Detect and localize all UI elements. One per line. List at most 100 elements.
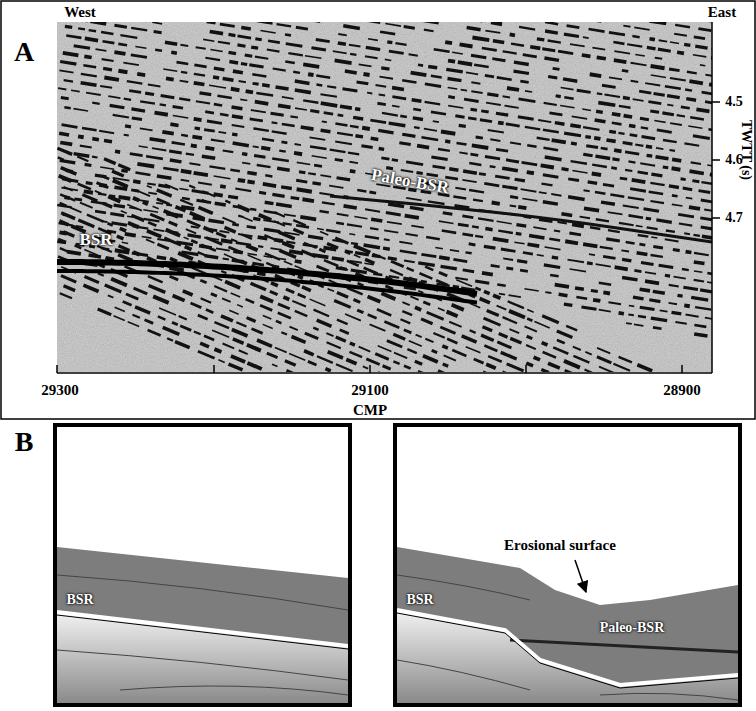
- reflector: [414, 126, 420, 129]
- reflector: [684, 143, 699, 145]
- reflector: [582, 55, 591, 56]
- reflector: [625, 170, 632, 171]
- reflector: [272, 131, 287, 133]
- reflector: [277, 168, 290, 170]
- reflector: [427, 312, 444, 319]
- reflector: [686, 250, 692, 255]
- reflector: [167, 338, 173, 340]
- reflector: [221, 240, 233, 242]
- reflector: [612, 114, 621, 115]
- reflector: [645, 272, 656, 274]
- reflector: [651, 255, 663, 257]
- reflector: [628, 215, 643, 217]
- reflector: [278, 313, 291, 319]
- reflector: [85, 164, 92, 165]
- reflector: [453, 196, 466, 198]
- reflector: [233, 71, 243, 73]
- reflector: [669, 69, 679, 71]
- reflector: [558, 51, 573, 53]
- reflector: [541, 369, 548, 372]
- reflector: [189, 186, 195, 189]
- reflector: [545, 291, 551, 294]
- reflector: [640, 307, 655, 309]
- reflector: [276, 204, 292, 207]
- reflector: [363, 366, 368, 368]
- reflector: [497, 342, 511, 348]
- reflector: [294, 153, 302, 154]
- reflector: [121, 170, 127, 171]
- reflector: [295, 144, 301, 145]
- reflector: [140, 128, 153, 130]
- reflector: [237, 305, 243, 307]
- reflector: [704, 210, 712, 212]
- reflector: [550, 275, 559, 276]
- reflector: [597, 92, 602, 95]
- reflector: [84, 56, 91, 57]
- reflector: [647, 227, 658, 229]
- reflector: [674, 34, 687, 36]
- reflector: [603, 184, 614, 186]
- reflector: [527, 145, 536, 146]
- reflector: [492, 203, 500, 204]
- reflector: [284, 214, 296, 216]
- reflector: [148, 193, 157, 194]
- reflector: [478, 218, 494, 220]
- reflector: [380, 32, 395, 34]
- reflector: [387, 40, 392, 44]
- reflector: [148, 222, 156, 225]
- reflector: [314, 310, 330, 317]
- reflector: [522, 198, 537, 200]
- reflector: [667, 104, 673, 107]
- reflector: [439, 221, 454, 223]
- reflector: [471, 91, 482, 93]
- reflector: [149, 285, 166, 292]
- reflector: [640, 118, 649, 119]
- reflector: [452, 52, 463, 54]
- reflector: [310, 146, 326, 149]
- reflector: [583, 127, 599, 130]
- reflector: [214, 104, 222, 105]
- reflector: [566, 326, 577, 331]
- reflector: [334, 300, 351, 307]
- reflector: [520, 81, 528, 82]
- reflector: [442, 346, 448, 348]
- reflector: [459, 152, 467, 153]
- reflector: [321, 103, 337, 106]
- reflector: [344, 206, 357, 208]
- reflector: [673, 250, 680, 251]
- reflector: [229, 62, 238, 63]
- reflector: [271, 283, 278, 286]
- reflector: [127, 204, 142, 210]
- reflector: [92, 103, 99, 104]
- reflector: [517, 261, 527, 263]
- reflector: [114, 316, 125, 321]
- reflector: [346, 360, 356, 364]
- reflector: [147, 231, 161, 237]
- reflector: [135, 47, 146, 49]
- reflector: [484, 346, 497, 351]
- reflector: [362, 128, 370, 129]
- reflector: [223, 218, 236, 224]
- reflector: [85, 38, 98, 40]
- reflector: [444, 355, 456, 360]
- reflector: [443, 213, 453, 215]
- reflector: [482, 48, 497, 50]
- reflector: [212, 330, 229, 337]
- reflector: [221, 316, 233, 321]
- reflector: [122, 242, 128, 243]
- reflector: [98, 309, 112, 315]
- reflector: [701, 227, 712, 230]
- reflector: [518, 99, 535, 102]
- reflector: [392, 88, 404, 90]
- reflector: [314, 165, 322, 166]
- reflector: [304, 243, 317, 248]
- reflector: [347, 224, 362, 226]
- reflector: [247, 363, 261, 369]
- reflector: [510, 196, 518, 197]
- reflector: [503, 371, 516, 372]
- reflector-label: Paleo-BSR: [600, 620, 665, 635]
- reflector: [646, 144, 652, 148]
- reflector: [117, 236, 124, 239]
- reflector: [289, 353, 305, 360]
- reflector: [653, 291, 665, 293]
